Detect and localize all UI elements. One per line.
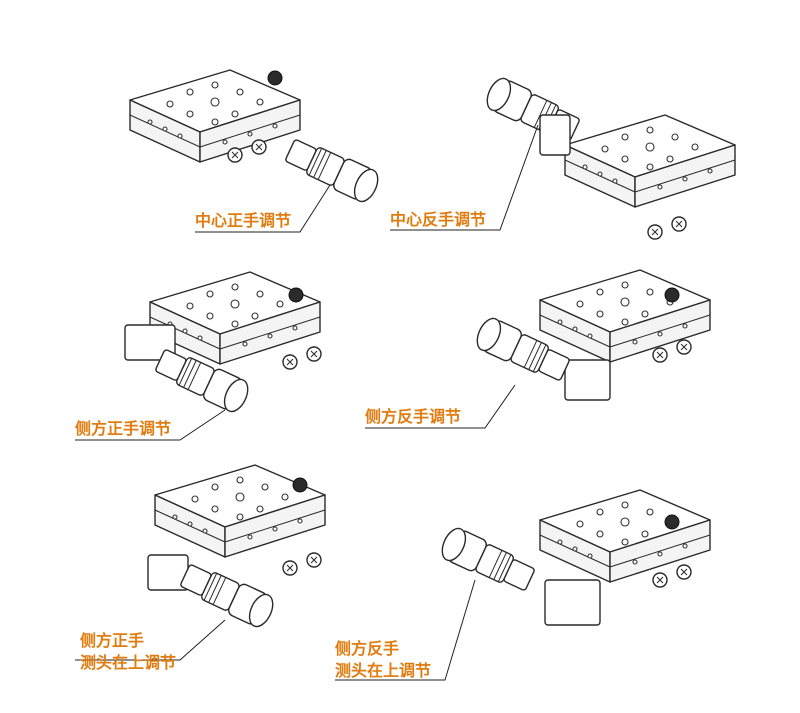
label-line-2: 测头在上调节 [335,661,432,680]
label-center-forward: 中心正手调节 [195,211,292,230]
label-line-1: 侧方反手 [335,639,400,658]
stage-side-forward-top [75,464,326,661]
stage-side-forward [75,271,322,441]
label-side-forward-top: 侧方正手 测头在上调节 [80,630,176,674]
label-center-reverse: 中心反手调节 [390,210,487,229]
label-line-2: 测头在上调节 [80,653,177,672]
stage-side-reverse-top [335,489,711,681]
label-side-reverse-top: 侧方反手 测头在上调节 [335,638,431,682]
label-side-forward: 侧方正手调节 [75,419,172,438]
label-side-reverse: 侧方反手调节 [365,407,462,426]
stage-center-forward [129,69,384,233]
stage-side-reverse [365,269,711,429]
stage-center-reverse [390,74,736,240]
label-line-1: 侧方正手 [80,631,145,650]
